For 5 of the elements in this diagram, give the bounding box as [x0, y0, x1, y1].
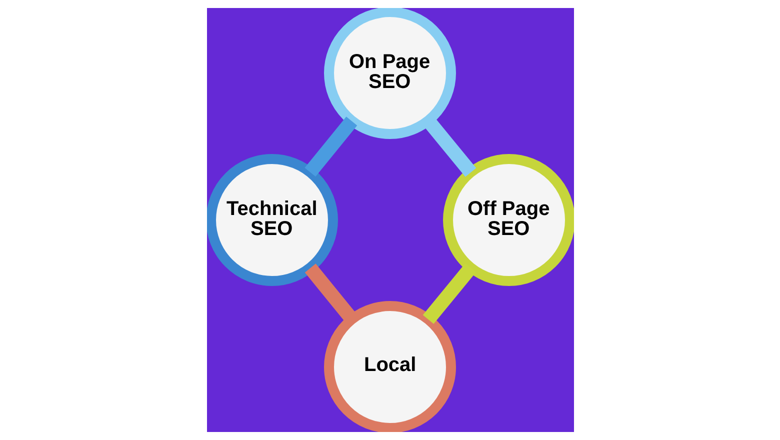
- connector: [304, 116, 357, 177]
- node-circle: On Page SEO: [324, 8, 456, 139]
- node-circle: Local: [324, 301, 456, 432]
- node-circle: Technical SEO: [206, 154, 338, 286]
- node-circle: Off Page SEO: [442, 154, 574, 286]
